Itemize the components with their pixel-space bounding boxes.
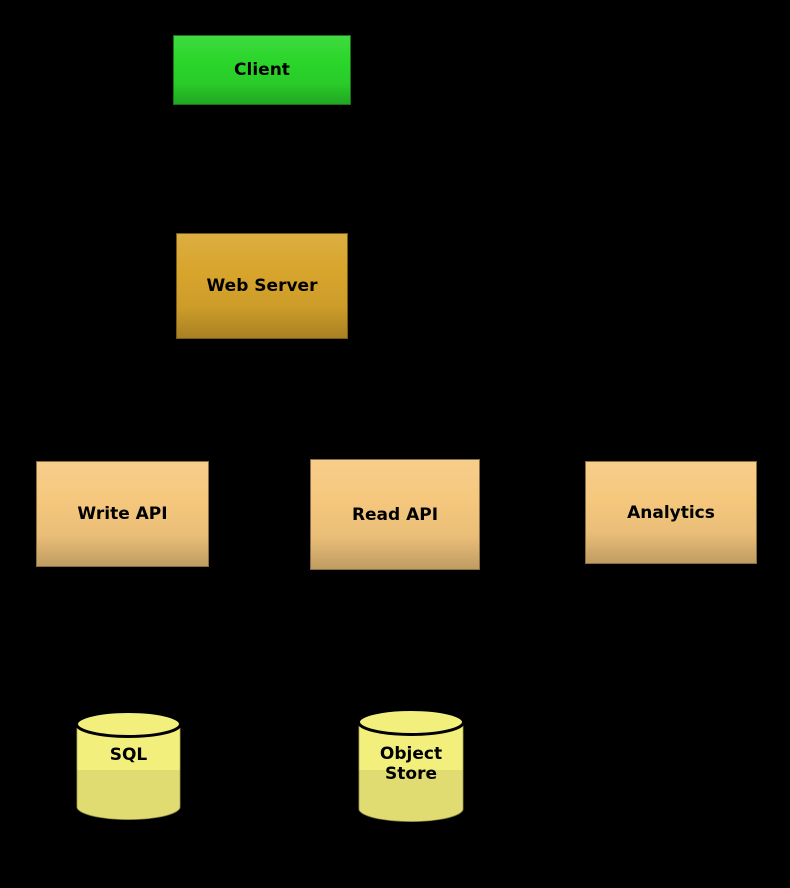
node-sql-database: SQL (75, 710, 182, 822)
node-read-api: Read API (310, 459, 480, 570)
node-object-store-label: Object Store (379, 744, 443, 784)
node-read-api-label: Read API (351, 504, 439, 525)
node-analytics: Analytics (585, 461, 757, 564)
node-object-store-database: Object Store (357, 708, 465, 824)
cylinder-shape-object-store (357, 708, 465, 823)
node-client-label: Client (234, 60, 290, 80)
node-sql-label: SQL (109, 744, 148, 765)
node-client: Client (173, 35, 351, 105)
node-write-api: Write API (36, 461, 209, 567)
node-web-server: Web Server (176, 233, 348, 339)
cylinder-shape-sql (75, 710, 182, 821)
node-analytics-label: Analytics (627, 502, 715, 523)
node-write-api-label: Write API (77, 504, 168, 524)
node-web-server-label: Web Server (206, 276, 318, 296)
